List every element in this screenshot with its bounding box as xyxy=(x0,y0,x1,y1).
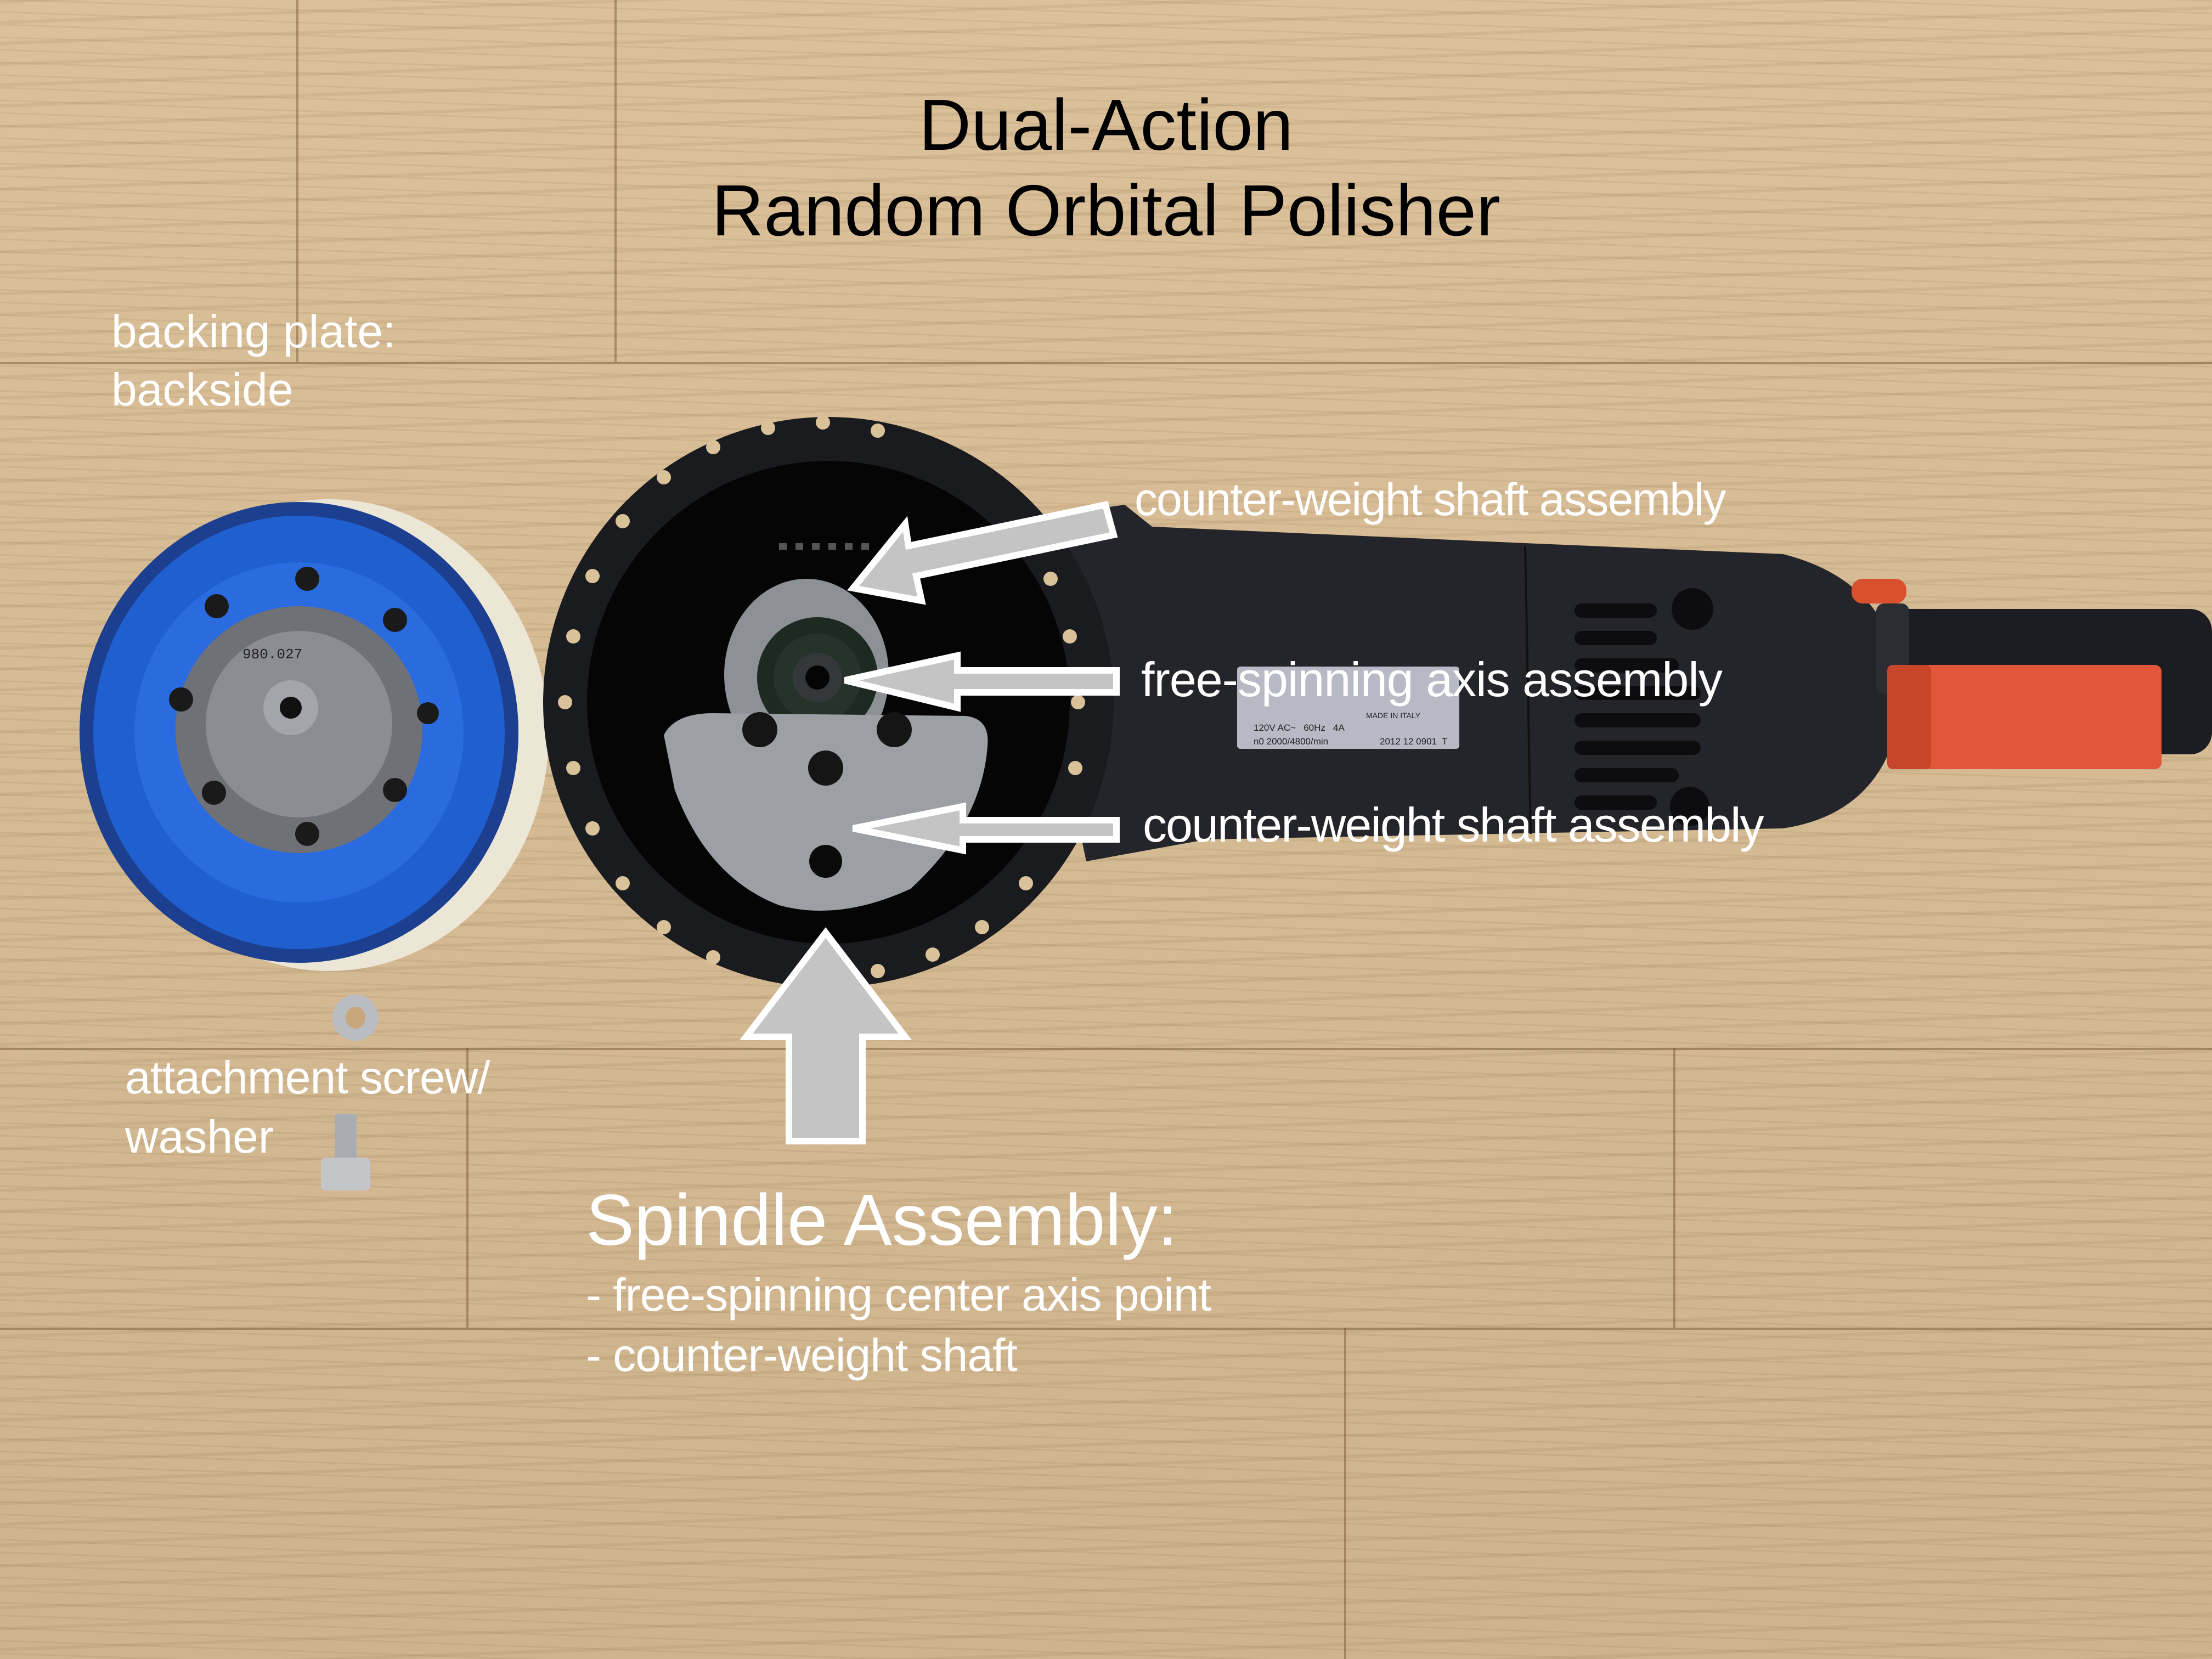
plank-seam xyxy=(614,0,617,362)
plank-seam xyxy=(466,1048,469,1328)
label-backing-plate-sub: backside xyxy=(111,364,294,415)
label-spindle-item-2: - counter-weight shaft xyxy=(586,1329,1018,1381)
label-free-spinning-axis: free-spinning axis assembly xyxy=(1141,652,1723,707)
plank-seam xyxy=(0,1048,2212,1050)
rating-plate-serial: 2012 12 0901 T xyxy=(1380,736,1448,747)
label-attachment-washer: washer xyxy=(125,1111,274,1163)
plank-seam xyxy=(0,362,2212,364)
backing-plate-part-number: 980.027 xyxy=(242,646,303,663)
label-counterweight-bottom: counter-weight shaft assembly xyxy=(1143,798,1764,852)
title-line-1: Dual-Action xyxy=(918,84,1294,165)
plank-seam xyxy=(1344,1328,1346,1659)
rating-plate-voltage: 120V AC~ 60Hz 4A xyxy=(1254,723,1345,733)
label-counterweight-top: counter-weight shaft assembly xyxy=(1135,473,1726,525)
rating-plate-speed: n0 2000/4800/min xyxy=(1254,736,1329,747)
label-attachment-screw: attachment screw/ xyxy=(125,1052,490,1103)
label-spindle-item-1: - free-spinning center axis point xyxy=(586,1269,1211,1321)
label-spindle-heading: Spindle Assembly: xyxy=(586,1180,1178,1260)
title-line-2: Random Orbital Polisher xyxy=(712,170,1500,251)
plank-seam xyxy=(296,0,298,362)
rating-plate-origin: MADE IN ITALY xyxy=(1366,711,1421,720)
label-backing-plate: backing plate: xyxy=(111,306,396,357)
plank-seam xyxy=(0,1328,2212,1330)
plank-seam xyxy=(1673,1048,1675,1328)
